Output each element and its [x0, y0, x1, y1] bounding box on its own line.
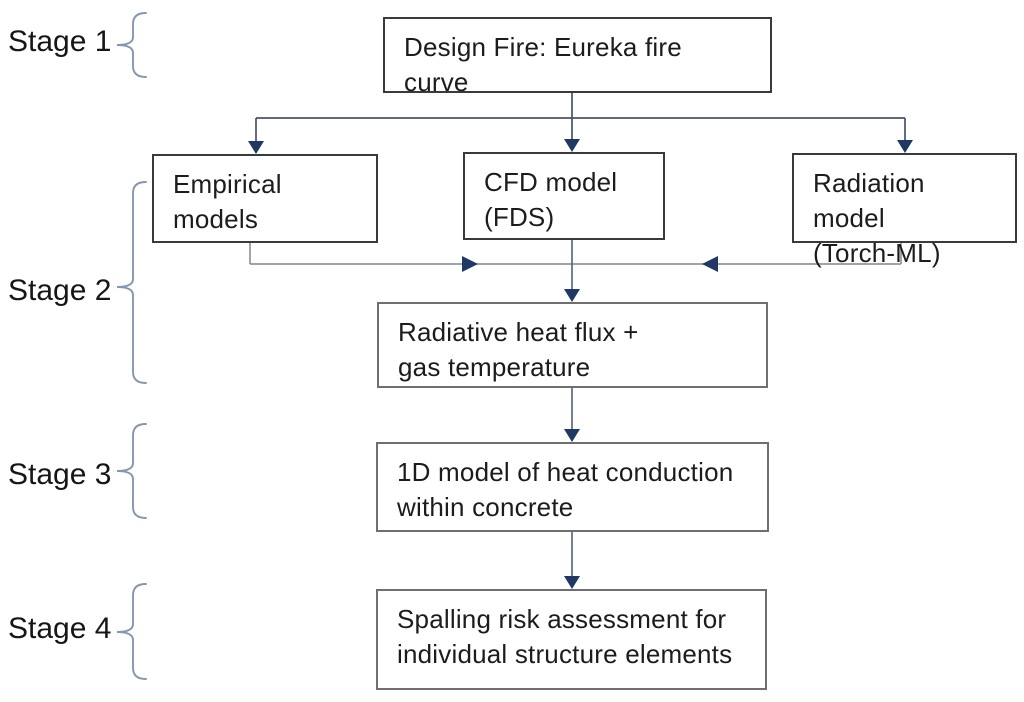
arrowhead-radiative	[564, 289, 580, 302]
stage-4-brace	[116, 583, 147, 680]
arrowhead-spalling	[564, 576, 580, 589]
spalling-risk-node: Spalling risk assessment for individual …	[376, 589, 767, 690]
stage-2-label: Stage 2	[8, 274, 112, 307]
stage-4-label: Stage 4	[8, 612, 112, 645]
stage-2-brace	[116, 181, 147, 384]
design-fire-node: Design Fire: Eureka fire curve	[383, 17, 772, 97]
empirical-models-node: Empirical models	[152, 154, 378, 243]
arrowhead-radiation	[897, 140, 913, 153]
cfd-model-node: CFD model (FDS)	[463, 152, 665, 240]
arrowhead-empirical	[248, 141, 264, 154]
arrowhead-converge-right	[462, 256, 478, 272]
arrowhead-converge-left	[702, 256, 718, 272]
radiative-heat-flux-node: Radiative heat flux + gas temperature	[377, 302, 768, 388]
heat-conduction-node: 1D model of heat conduction within concr…	[376, 442, 769, 532]
radiation-model-node: Radiation model (Torch-ML)	[792, 153, 1017, 268]
arrowhead-cfd	[564, 139, 580, 152]
stage-1-label: Stage 1	[8, 25, 112, 58]
stage-1-brace	[116, 12, 147, 78]
stage-3-brace	[116, 423, 147, 519]
stage-3-label: Stage 3	[8, 458, 112, 491]
arrowhead-conduction	[564, 429, 580, 442]
